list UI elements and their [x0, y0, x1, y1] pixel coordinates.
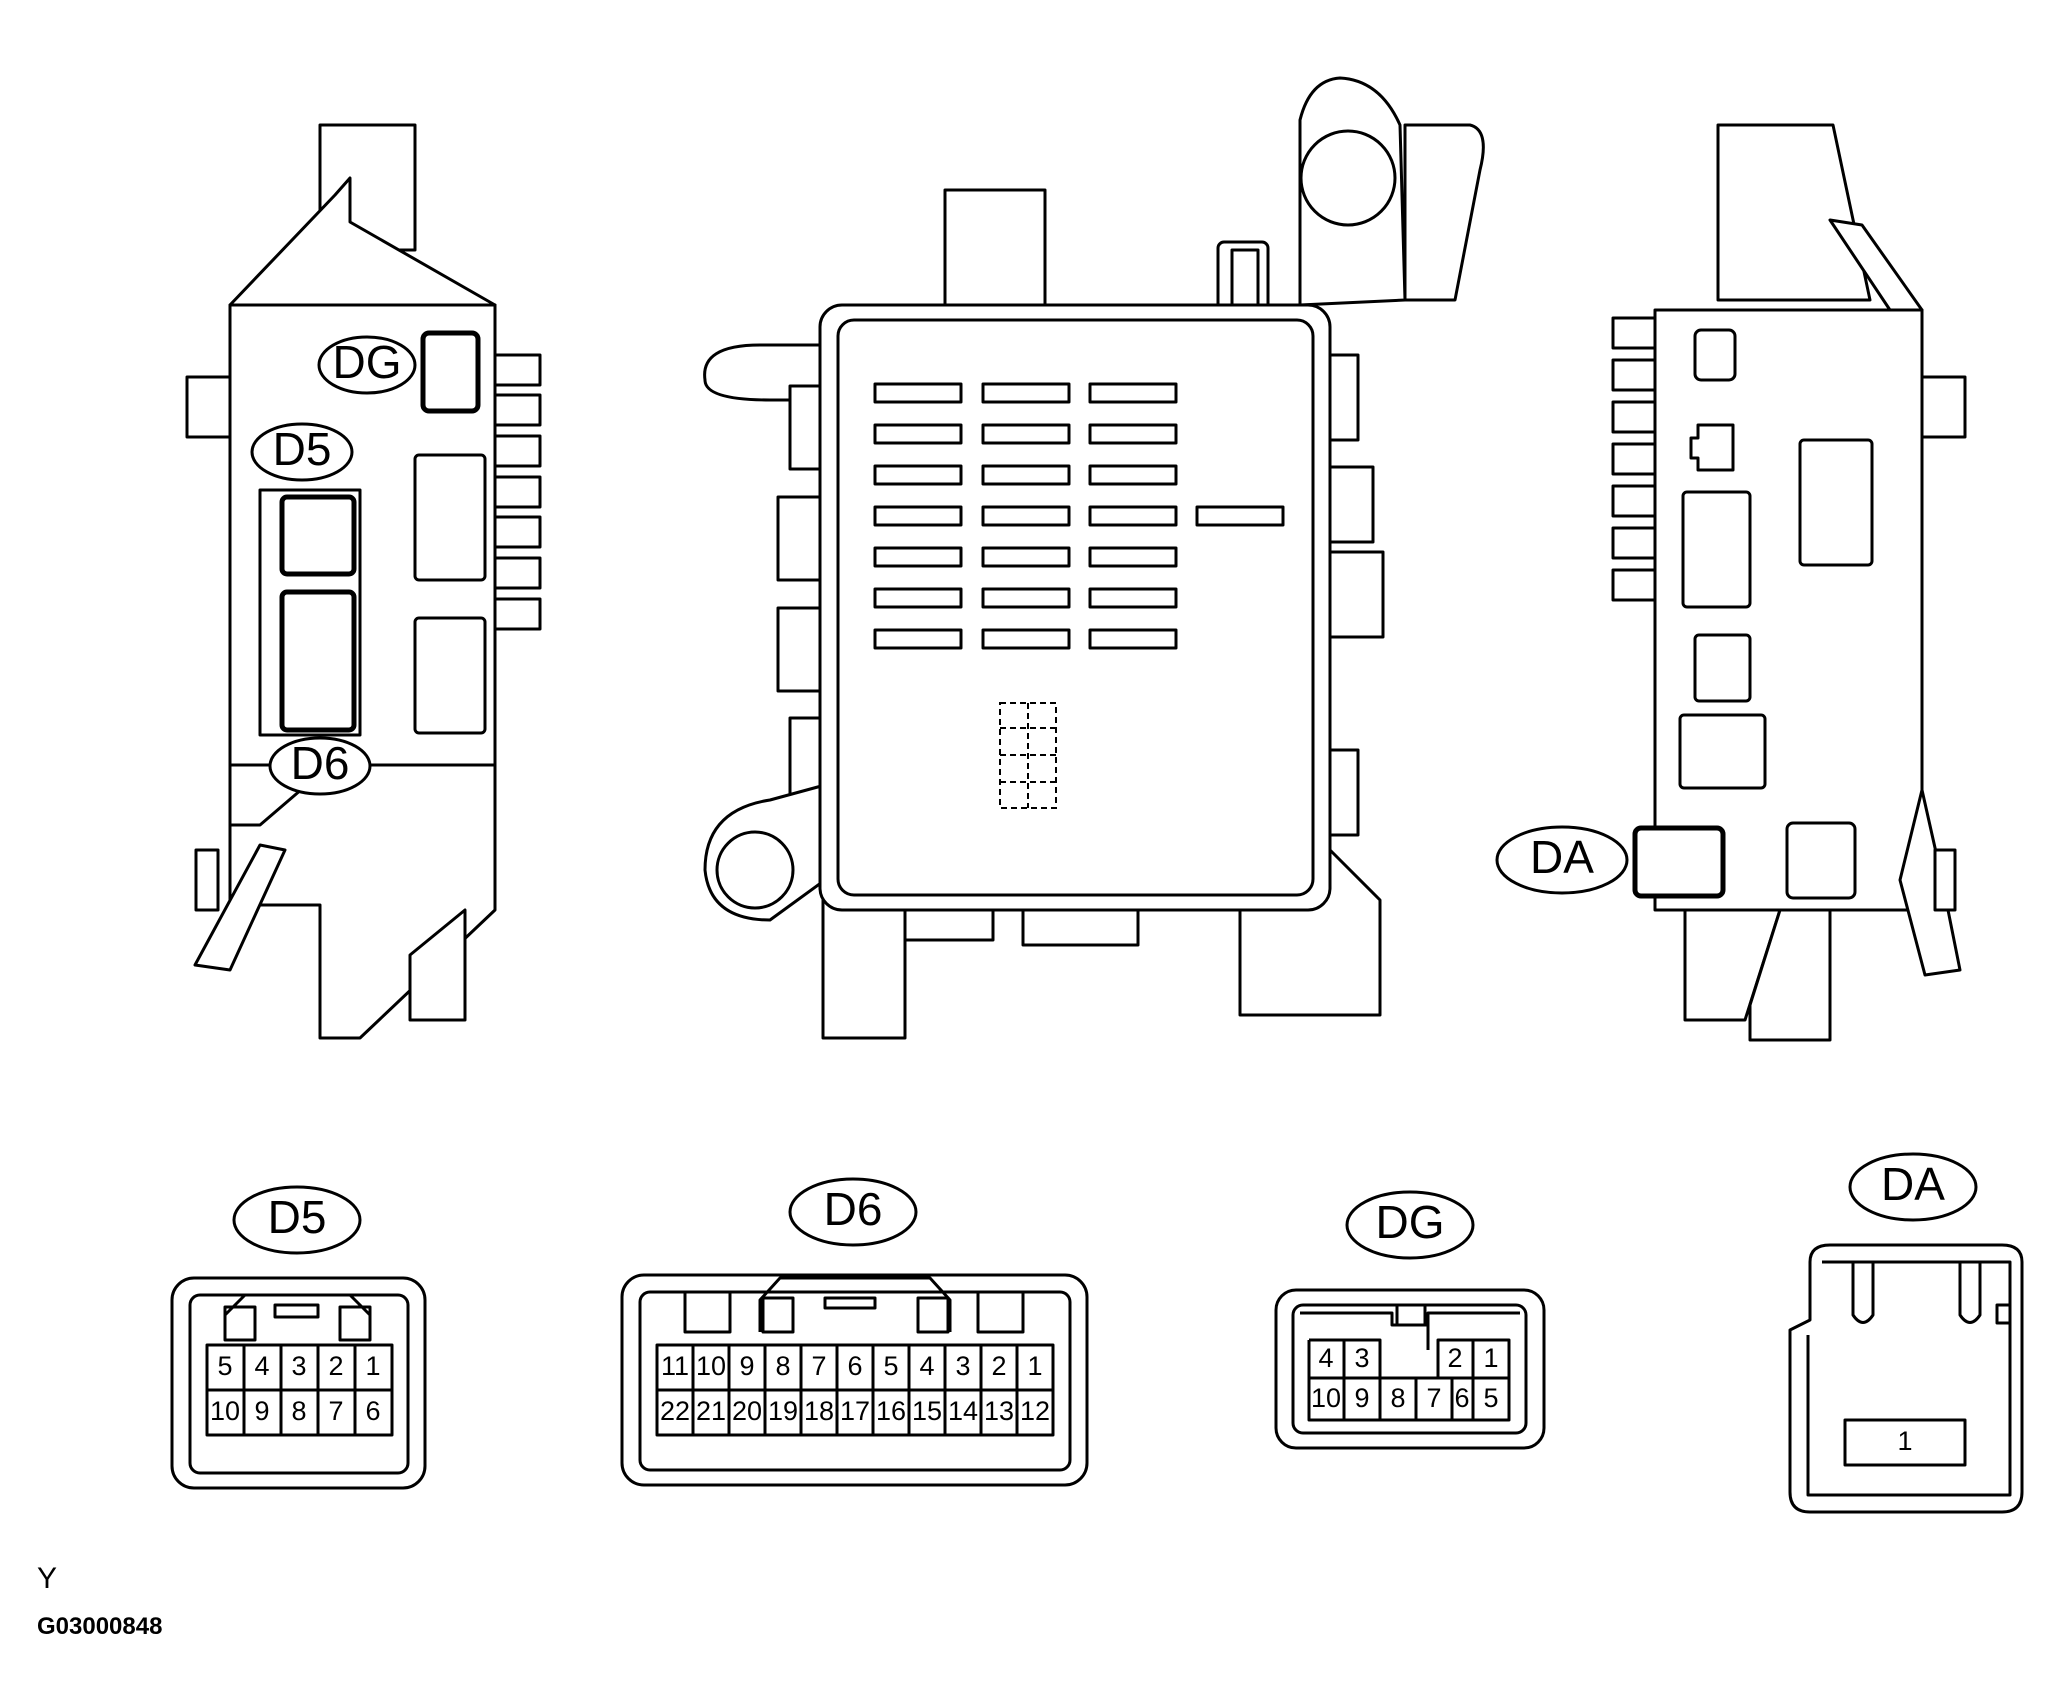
connector-d5-callout [232, 1185, 362, 1255]
d6-callout-side-label: D6 [291, 737, 350, 789]
pin-label: 11 [661, 1351, 689, 1381]
connector-dg-title: DG [1376, 1196, 1445, 1248]
pin-label: 12 [1020, 1396, 1050, 1426]
pin-label: 9 [739, 1351, 754, 1381]
left-side-view: DG D5 D6 [185, 123, 542, 1040]
pin-label: 4 [254, 1351, 269, 1381]
pin-label: 22 [660, 1396, 690, 1426]
pin-label: 5 [883, 1351, 898, 1381]
pin-label: 9 [1354, 1383, 1369, 1413]
pin-label: 17 [840, 1396, 870, 1426]
connector-d5-title: D5 [268, 1191, 327, 1243]
pin-label: 5 [1483, 1383, 1498, 1413]
connector-d6: D6 11 10 9 8 7 6 5 4 3 2 1 22 21 20 19 [620, 1177, 1089, 1487]
right-side-view: DA [1495, 123, 1967, 1042]
pin-label: 5 [217, 1351, 232, 1381]
pin-label: 7 [328, 1396, 343, 1426]
pin-label: 2 [328, 1351, 343, 1381]
pin-label: 18 [804, 1396, 834, 1426]
pin-label: 10 [1311, 1383, 1341, 1413]
pin-label: 20 [732, 1396, 762, 1426]
pin-label: 15 [912, 1396, 942, 1426]
pin-label: 8 [775, 1351, 790, 1381]
pin-label: 6 [1454, 1383, 1469, 1413]
connector-dg-callout [1345, 1190, 1475, 1260]
pin-label: 7 [1426, 1383, 1441, 1413]
d5-callout-side [250, 422, 354, 482]
figure-code: G03000848 [37, 1613, 162, 1640]
connector-d6-callout [788, 1177, 918, 1247]
dg-callout-side [317, 335, 417, 395]
pin-label: 1 [1483, 1343, 1498, 1373]
pin-label: 16 [876, 1396, 906, 1426]
pin-label: 3 [291, 1351, 306, 1381]
pin-label: 14 [948, 1396, 978, 1426]
center-front-view [703, 76, 1485, 1040]
d6-callout-side [268, 736, 372, 796]
pin-label: 6 [847, 1351, 862, 1381]
pin-label: 10 [696, 1351, 726, 1381]
da-callout-side-label: DA [1530, 831, 1594, 883]
pin-label: 8 [291, 1396, 306, 1426]
connector-da: DA 1 [1788, 1152, 2024, 1514]
da-callout-side [1495, 825, 1629, 895]
pin-label: 8 [1390, 1383, 1405, 1413]
pin-label: 1 [1897, 1426, 1912, 1456]
hidden-relay-outline [999, 702, 1057, 809]
connector-d5: D5 5 4 3 2 1 10 9 8 7 6 [170, 1185, 427, 1490]
footer-mark: Y [37, 1562, 57, 1595]
pin-label: 19 [768, 1396, 798, 1426]
fuse-slots [873, 382, 1285, 650]
connector-da-callout [1848, 1152, 1978, 1222]
pin-label: 21 [696, 1396, 726, 1426]
d5-callout-side-label: D5 [273, 423, 332, 475]
pin-label: 2 [991, 1351, 1006, 1381]
pin-label: 3 [1354, 1343, 1369, 1373]
pin-label: 9 [254, 1396, 269, 1426]
pin-label: 4 [1318, 1343, 1333, 1373]
dg-callout-side-label: DG [333, 336, 402, 388]
pin-label: 2 [1447, 1343, 1462, 1373]
connector-da-title: DA [1881, 1158, 1945, 1210]
connector-d6-title: D6 [824, 1183, 883, 1235]
pin-label: 13 [984, 1396, 1014, 1426]
pin-label: 3 [955, 1351, 970, 1381]
pin-label: 7 [811, 1351, 826, 1381]
pin-label: 1 [1027, 1351, 1042, 1381]
pin-label: 1 [365, 1351, 380, 1381]
pin-label: 6 [365, 1396, 380, 1426]
connector-dg: DG 4 3 2 1 10 9 8 7 6 5 [1274, 1190, 1546, 1450]
pin-label: 10 [210, 1396, 240, 1426]
pin-label: 4 [919, 1351, 934, 1381]
